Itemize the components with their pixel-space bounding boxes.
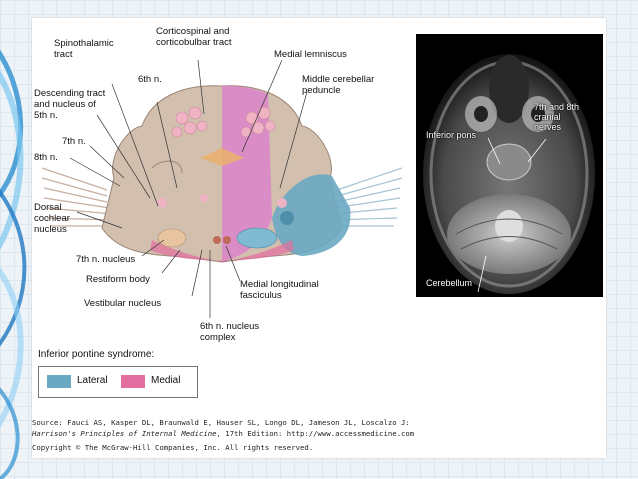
edition-url: , 17th Edition: http://www.accessmedicin…	[216, 429, 415, 438]
legend-title: Inferior pontine syndrome:	[38, 349, 155, 360]
label-medial-lemniscus: Medial lemniscus	[274, 49, 347, 60]
label-sixth-nerve: 6th n.	[138, 74, 162, 85]
slide: Spinothalamic tract Corticospinal and co…	[32, 18, 606, 458]
legend-swatch-medial	[121, 375, 145, 388]
copyright-notice: Copyright © The McGraw-Hill Companies, I…	[32, 443, 314, 452]
mri-label-cranial-nerves: 7th and 8th cranial nerves	[534, 102, 580, 132]
decorative-swirls	[0, 0, 40, 479]
label-medial-longitudinal-fasciculus: Medial longitudinal fasciculus	[240, 279, 319, 301]
label-eighth-nerve: 8th n.	[34, 152, 58, 163]
pons-cross-section-diagram	[41, 59, 403, 318]
source-citation-line1: Source: Fauci AS, Kasper DL, Braunwald E…	[32, 418, 410, 427]
mri-label-cerebellum: Cerebellum	[426, 278, 473, 288]
label-spinothalamic-tract: Spinothalamic tract	[54, 38, 114, 60]
label-restiform-body: Restiform body	[86, 274, 150, 285]
label-seventh-nerve: 7th n.	[62, 136, 86, 147]
mri-scan-drawing	[423, 54, 595, 294]
label-vestibular-nucleus: Vestibular nucleus	[84, 298, 162, 309]
label-middle-cerebellar-peduncle: Middle cerebellar peduncle	[302, 74, 375, 96]
legend-label-lateral: Lateral	[77, 375, 108, 386]
legend-label-medial: Medial	[151, 375, 181, 386]
legend: Lateral Medial	[38, 366, 198, 398]
label-sixth-nerve-nucleus-complex: 6th n. nucleus complex	[200, 321, 260, 343]
label-seventh-nerve-nucleus: 7th n. nucleus	[76, 254, 136, 265]
source-citation-line2: Harrison's Principles of Internal Medici…	[32, 429, 414, 438]
label-descending-tract: Descending tract and nucleus of 5th n.	[34, 88, 106, 121]
mri-label-inferior-pons: Inferior pons	[426, 130, 477, 140]
legend-swatch-lateral	[47, 375, 71, 388]
mri-scan-image: 7th and 8th cranial nerves Inferior pons…	[416, 34, 603, 297]
label-dorsal-cochlear-nucleus: Dorsal cochlear nucleus	[34, 202, 70, 235]
book-title: Harrison's Principles of Internal Medici…	[32, 429, 217, 438]
label-corticospinal-tract: Corticospinal and corticobulbar tract	[156, 26, 232, 48]
